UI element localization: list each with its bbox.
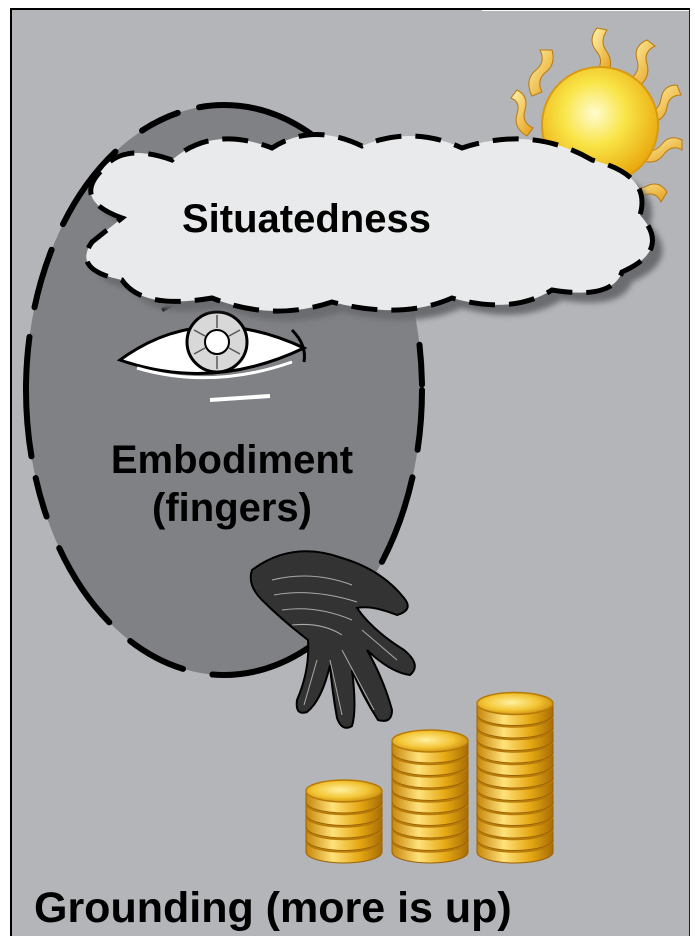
situatedness-label: Situatedness (182, 197, 431, 242)
coin-stack-icon (477, 693, 553, 864)
coin-face (392, 730, 468, 752)
coin-stack-icon (306, 780, 382, 863)
embodiment-label-line2: (fingers) (82, 484, 382, 532)
embodiment-label-line1: Embodiment (82, 436, 382, 484)
coin-stack-icon (392, 730, 468, 863)
coin-face (306, 780, 382, 802)
grounding-label: Grounding (more is up) (34, 884, 512, 933)
embodiment-label: Embodiment (fingers) (82, 436, 382, 532)
coin-face (477, 693, 553, 715)
diagram-panel: Situatedness Embodiment (fingers) Ground… (10, 8, 690, 936)
